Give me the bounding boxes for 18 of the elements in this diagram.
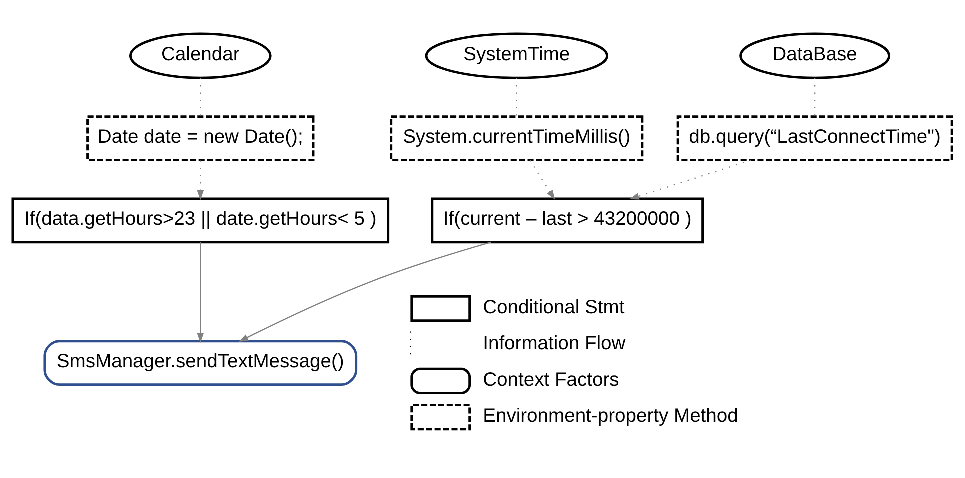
- node-box: If(data.getHours>23 || date.getHours< 5 ): [12, 197, 390, 244]
- node-ellipse: Calendar: [129, 32, 272, 79]
- legend-label: Environment-property Method: [483, 405, 738, 426]
- node-ellipse: SystemTime: [425, 32, 609, 79]
- legend-label: Context Factors: [483, 369, 620, 390]
- arrow: [197, 242, 204, 342]
- arrow: [197, 160, 204, 200]
- node-ellipse: DataBase: [740, 32, 891, 79]
- legend-label: Conditional Stmt: [483, 296, 625, 318]
- legend-label: Information Flow: [483, 333, 626, 354]
- node-box: If(current – last > 43200000 ): [431, 197, 704, 244]
- arrow: [238, 241, 492, 342]
- arrow: [530, 160, 556, 200]
- node-box: SmsManager.sendTextMessage(): [44, 340, 358, 386]
- node-box: Date date = new Date();: [86, 115, 315, 161]
- node-box: System.currentTimeMillis(): [390, 115, 644, 161]
- node-box: db.query(“LastConnectTime"): [676, 115, 954, 161]
- arrow: [630, 159, 752, 200]
